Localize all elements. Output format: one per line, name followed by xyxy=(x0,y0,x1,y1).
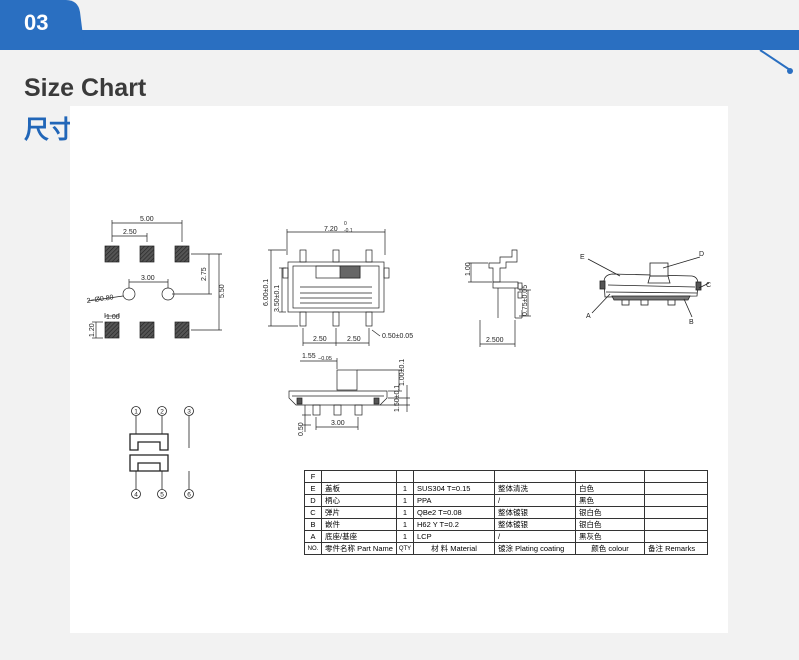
pin-label: 3 xyxy=(187,409,191,416)
cell-no: F xyxy=(304,470,322,483)
dim-pin: 0.50±0.05 xyxy=(382,333,413,340)
dim-body-height: 1.50±0.1 xyxy=(394,385,401,412)
label-c: C xyxy=(706,282,711,289)
pin-label: 1 xyxy=(134,409,138,416)
dim-pad-pitch: 2.50 xyxy=(123,229,137,236)
label-b: B xyxy=(689,319,694,326)
table-header-row: NO. 零件名称 Part Name QTY 材 料 Material 镀涂 P… xyxy=(304,542,708,555)
header-band xyxy=(0,30,799,74)
dim-thickness: 0.75±0.05 xyxy=(522,285,529,316)
dim-length: 2.500 xyxy=(486,337,504,344)
dim-knob-tol: −0.05 xyxy=(318,356,332,362)
dim-inner-height: 3.50±0.1 xyxy=(274,285,281,312)
table-row: B 嵌件 1 H62 Y T=0.2 整体镀银 银白色 xyxy=(304,518,708,531)
section-number: 03 xyxy=(24,10,49,35)
pin-label: 6 xyxy=(187,492,191,499)
isometric-view xyxy=(587,256,710,318)
dim-hole: 2−Ø0.80 xyxy=(86,294,114,305)
pad xyxy=(174,245,190,263)
schematic xyxy=(129,406,194,499)
side-view xyxy=(468,249,531,347)
page-title: Size Chart xyxy=(24,74,147,102)
footprint-view xyxy=(87,220,222,339)
dim-pitch-left: 2.50 xyxy=(313,336,327,343)
parts-table: F E 盖板 1 SUS304 T=0.15 整体清洗 白色 D 柄心 1 PP… xyxy=(304,470,708,555)
pin-label: 5 xyxy=(160,492,164,499)
table-row: D 柄心 1 PPA / 黑色 xyxy=(304,494,708,507)
dim-total-width: 5.00 xyxy=(140,216,154,223)
label-e: E xyxy=(580,254,585,261)
dim-width-tol-upper: 0 xyxy=(344,221,347,227)
dim-knob-height: 1.00±0.1 xyxy=(399,359,406,386)
pin-label: 2 xyxy=(160,409,164,416)
table-row: E 盖板 1 SUS304 T=0.15 整体清洗 白色 xyxy=(304,482,708,495)
bottom-view xyxy=(288,358,410,432)
dim-pin-length: 0.50 xyxy=(298,422,305,436)
table-row: A 底座/基座 1 LCP / 黑灰色 xyxy=(304,530,708,543)
label-a: A xyxy=(586,313,591,320)
pad xyxy=(174,321,190,339)
pad xyxy=(104,321,120,339)
table-row: C 弹片 1 QBe2 T=0.08 整体镀银 银白色 xyxy=(304,506,708,519)
dim-pitch-right: 2.50 xyxy=(347,336,361,343)
dim-top: 1.00 xyxy=(465,262,472,276)
dim-width-tol-lower: -0.1 xyxy=(344,228,353,234)
pad xyxy=(139,245,155,263)
table-row: F xyxy=(304,470,708,483)
front-view xyxy=(268,229,390,346)
dim-pin-spacing: 3.00 xyxy=(331,420,345,427)
hole xyxy=(122,287,136,301)
dim-width: 7.20 xyxy=(324,226,338,233)
dim-total-height: 5.50 xyxy=(219,284,226,298)
dim-height: 6.00±0.1 xyxy=(263,279,270,306)
dim-pad-width: 1.00 xyxy=(106,314,120,321)
pin-label: 4 xyxy=(134,492,138,499)
dim-knob: 1.55 xyxy=(302,353,316,360)
dim-hole-spacing: 3.00 xyxy=(141,275,155,282)
dim-pad-height: 1.20 xyxy=(89,323,96,337)
dim-half-height: 2.75 xyxy=(201,267,208,281)
label-d: D xyxy=(699,251,704,258)
section-badge-shape xyxy=(0,0,84,44)
pad xyxy=(139,321,155,339)
pad xyxy=(104,245,120,263)
